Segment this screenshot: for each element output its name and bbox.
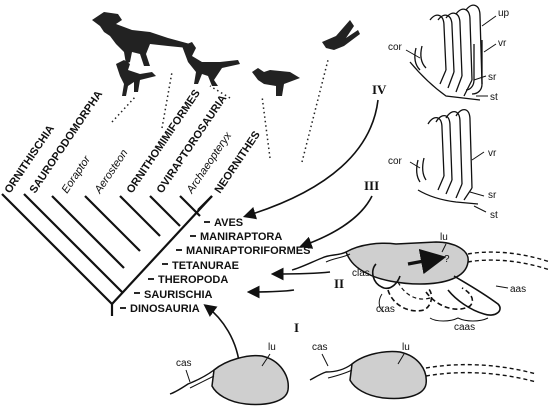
stage-i: I [294, 320, 299, 335]
label-cas-left: cas [176, 358, 192, 369]
silhouette-ornithomimid [182, 42, 240, 86]
stage-iii: III [364, 178, 379, 193]
arrow-iv [242, 99, 379, 220]
leader-lu-ii [441, 243, 447, 253]
brace-caas [429, 317, 489, 322]
stage-ii: II [334, 276, 344, 291]
arrow-ii-a [270, 267, 331, 281]
label-lu-right: lu [402, 342, 410, 353]
label-lu-left: lu [268, 342, 276, 353]
taxon-eoraptor: Eoraptor [60, 153, 94, 196]
label-st-mid: st [490, 210, 498, 221]
label-vr-top: vr [498, 38, 507, 49]
silhouette-small-theropod [116, 60, 156, 96]
dotted-connectors [111, 59, 329, 163]
lung-primitive-left [169, 354, 289, 406]
lung-primitive-right [309, 350, 537, 400]
leader-aas [495, 285, 509, 289]
ribcage-mid-leaders [409, 151, 487, 213]
silhouette-tyrannosaur [92, 12, 190, 66]
label-vr-mid: vr [488, 148, 497, 159]
label-st-top: st [490, 92, 498, 103]
clade-saurischia: SAURISCHIA [144, 289, 213, 301]
silhouette-bird [322, 20, 360, 50]
label-lu-ii: lu [440, 232, 448, 243]
leader-lu-left [261, 353, 271, 367]
arrow-ii-b [246, 285, 295, 299]
label-sr-top: sr [488, 72, 497, 83]
clade-maniraptoriformes: MANIRAPTORIFORMES [186, 245, 310, 257]
label-up: up [498, 8, 510, 19]
lung-air-sacs [291, 241, 551, 316]
cladogram [1, 193, 213, 316]
leader-lu-right [397, 353, 405, 365]
leader-cas-right [321, 353, 329, 367]
stage-iv: IV [372, 82, 387, 97]
silhouette-oviraptor [252, 68, 300, 96]
clade-dinosauria: DINOSAURIA [130, 303, 200, 315]
label-sr-mid: sr [488, 190, 497, 201]
brace-cras [378, 293, 385, 313]
label-caas: caas [454, 322, 475, 333]
label-clas: clas [352, 268, 370, 279]
ribcage-mid [416, 109, 479, 205]
label-aas: aas [510, 284, 526, 295]
arrow-iii [298, 195, 373, 249]
clade-theropoda: THEROPODA [158, 274, 228, 286]
clade-ticks [120, 221, 210, 309]
label-cor-top: cor [388, 42, 403, 53]
leader-cas-left [185, 369, 191, 383]
ribcage-advanced [409, 4, 483, 101]
clade-maniraptora: MANIRAPTORA [200, 231, 282, 243]
ribcage-advanced-leaders [405, 15, 497, 97]
clade-aves: AVES [214, 217, 243, 229]
clade-tetanurae: TETANURAE [172, 260, 239, 272]
label-cas-right: cas [312, 342, 328, 353]
label-cor-mid: cor [388, 156, 403, 167]
label-cras: cras [376, 304, 395, 315]
label-question: ? [444, 254, 450, 265]
